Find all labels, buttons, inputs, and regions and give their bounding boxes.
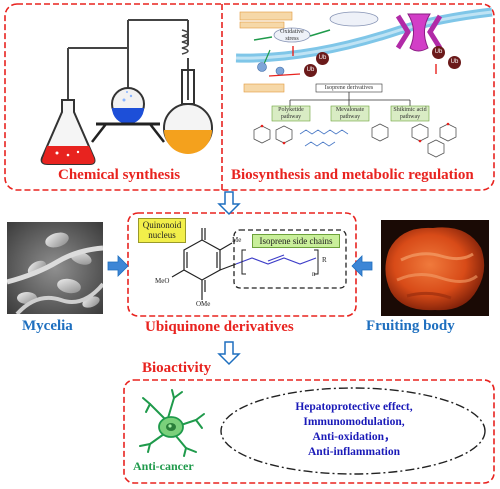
arrow-left-fruiting [352,256,372,276]
quinonoid-nucleus-label: Quinonoid nucleus [138,218,186,243]
bioactivity-effects-list: Hepatoprotective effect, Immunomodulatio… [271,400,437,460]
ubiquinone-derivatives-label: Ubiquinone derivatives [145,319,294,336]
arrow-down-bottom [219,342,239,364]
effect-anti-inflammation: Anti-inflammation [271,445,437,460]
round-flask-right [164,58,212,154]
polyketide-pathway-text: Polyketide pathway [272,107,310,121]
mycelia-label: Mycelia [22,318,73,335]
r-label: R [322,256,327,264]
arrow-right-mycelia [108,256,128,276]
meo-label: MeO [155,277,169,285]
fruiting-body-label: Fruiting body [366,318,455,335]
n-label: n [312,270,316,278]
biosynthesis-label: Biosynthesis and metabolic regulation [231,167,474,184]
anti-cancer-label: Anti-cancer [133,459,194,474]
ub-bubble-4: Ub [448,56,461,69]
shikimic-pathway-text: Shikimic acid pathway [391,107,429,121]
me-label: Me [232,236,241,244]
effect-anti-oxidation: Anti-oxidation， [271,430,437,445]
mevalonate-pathway-text: Mevalonate pathway [331,107,369,121]
mycelia-image [7,222,103,314]
arrow-down-top [219,192,239,214]
ub-bubble-3: Ub [432,46,445,59]
effect-hepatoprotective: Hepatoprotective effect, [271,400,437,415]
ub-bubble-1: Ub [316,52,329,65]
round-flask-middle [92,48,164,142]
fruiting-body-image [381,220,489,316]
oxidative-stress-text: Oxidative stress [274,29,310,43]
erlenmeyer-flask [42,100,95,164]
isoprene-side-chains-label: Isoprene side chains [252,234,340,248]
bioactivity-label: Bioactivity [142,360,211,377]
ome-label: OMe [196,300,210,308]
isoprene-derivatives-text: Isoprene derivatives [318,85,380,92]
chemical-synthesis-label: Chemical synthesis [58,167,180,184]
ub-bubble-2: Ub [304,64,317,77]
pathway-molecules [254,124,456,157]
effect-immunomodulation: Immunomodulation, [271,415,437,430]
